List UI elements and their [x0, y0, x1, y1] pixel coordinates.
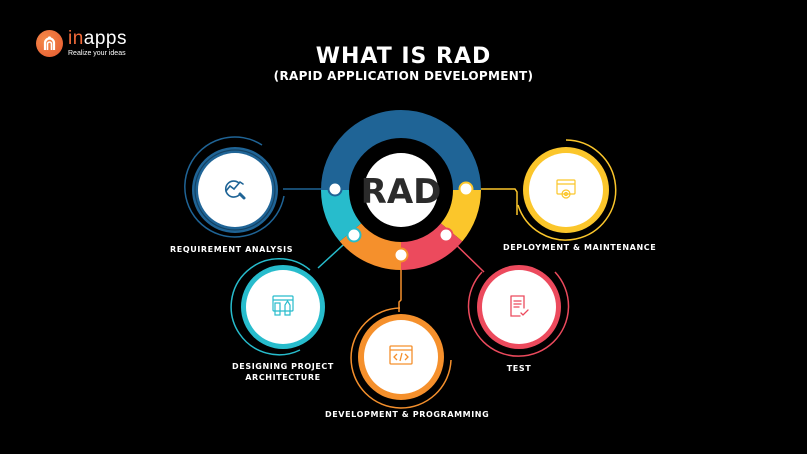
checklist-document-icon — [510, 295, 529, 317]
ring-segment-design — [320, 189, 362, 242]
inapps-logo-icon — [36, 29, 63, 57]
stage-node-requirement — [184, 136, 285, 238]
stage-label-test: TEST — [506, 364, 532, 373]
stage-label-development: DEVELOPMENT & PROGRAMMING — [325, 410, 490, 419]
code-window-icon — [389, 345, 413, 365]
logo-wordmark: inapps — [68, 28, 127, 49]
center-label: RAD — [361, 172, 442, 212]
ring-dots — [327, 181, 474, 263]
stage-node-test — [467, 265, 570, 357]
center-hub — [364, 153, 438, 227]
connector-deployment — [466, 188, 518, 215]
stage-label-design-line1: DESIGNING PROJECT — [232, 362, 334, 371]
stage-node-development — [350, 307, 452, 409]
stage-label-design-line2: ARCHITECTURE — [245, 373, 321, 382]
ring-segment-requirement — [321, 110, 481, 191]
stage-node-design — [230, 258, 325, 356]
stage-label-requirement: REQUIREMENT ANALYSIS — [170, 245, 294, 254]
gear-window-icon — [556, 179, 576, 199]
page-subtitle: (RAPID APPLICATION DEVELOPMENT) — [273, 69, 534, 83]
page-title: WHAT IS RAD — [315, 44, 492, 69]
logo-tagline: Realize your ideas — [68, 50, 126, 57]
analysis-magnifier-icon — [224, 180, 246, 200]
connector-development — [398, 255, 402, 312]
architecture-blueprint-icon — [272, 295, 294, 316]
stage-node-deployment — [517, 139, 617, 241]
stage-label-deployment: DEPLOYMENT & MAINTENANCE — [503, 243, 657, 252]
inapps-logo: inapps Realize your ideas — [36, 29, 127, 57]
